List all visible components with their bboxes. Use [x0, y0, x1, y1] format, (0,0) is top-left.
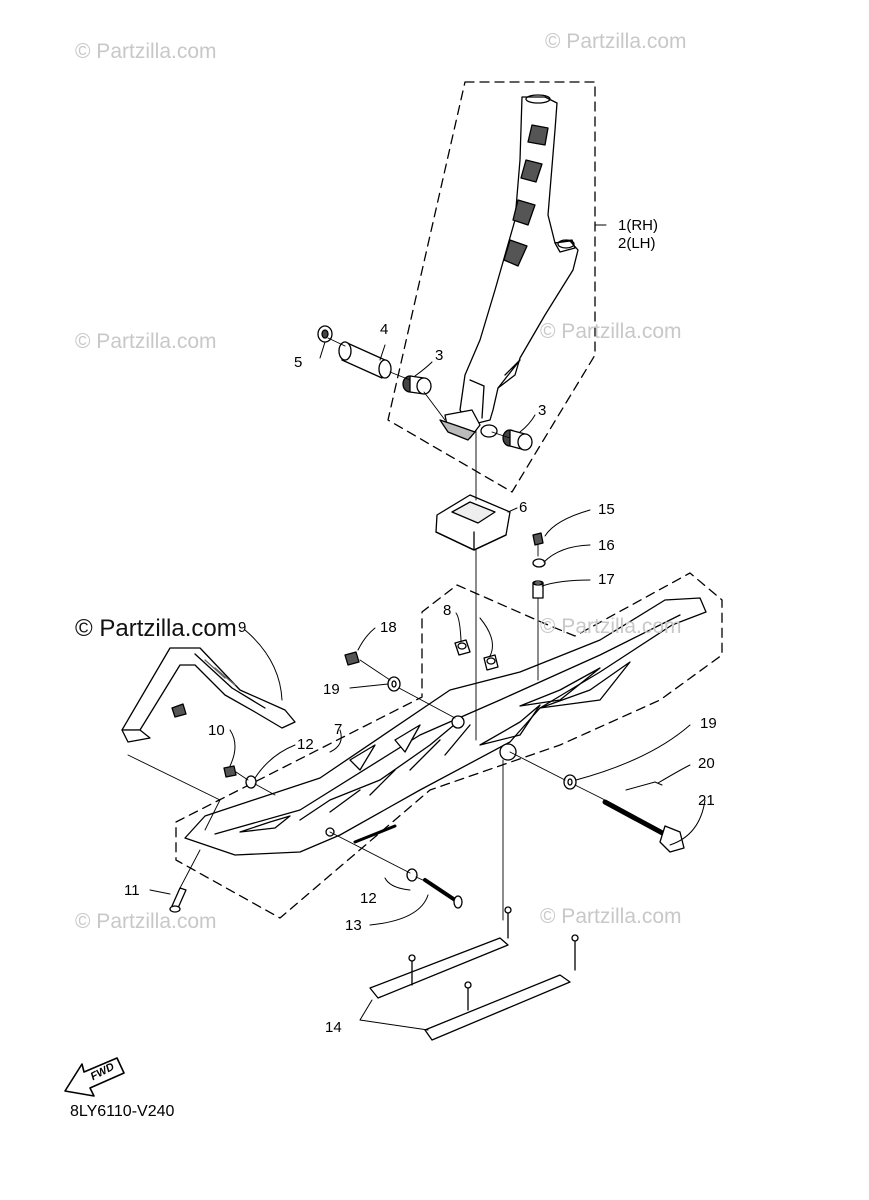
watermark: © Partzilla.com	[75, 910, 217, 933]
alignment-lines	[127, 337, 606, 921]
spindle-group-outline	[387, 81, 596, 493]
watermark: © Partzilla.com	[540, 615, 682, 638]
leader-lines	[149, 224, 706, 1031]
callout-14: 14	[325, 1019, 342, 1036]
callout-9: 9	[238, 619, 247, 636]
collar-17	[532, 580, 544, 599]
fwd-arrow-icon	[64, 1057, 125, 1097]
callout-15: 15	[598, 501, 615, 518]
bolt-13	[423, 878, 463, 909]
ski-loop-9	[121, 647, 296, 743]
nut-15	[532, 532, 544, 546]
callout-19b: 19	[700, 715, 717, 732]
washer-19-b	[563, 774, 577, 790]
wear-bar-14-b	[424, 934, 579, 1041]
spacer-4	[338, 341, 392, 379]
callout-13: 13	[345, 917, 362, 934]
nut-10-b	[223, 765, 237, 778]
damper-6	[435, 494, 511, 551]
callout-17: 17	[598, 571, 615, 588]
callout-8: 8	[443, 602, 452, 619]
callout-4: 4	[380, 321, 389, 338]
collar-5	[317, 325, 333, 343]
diagram-code: 8LY6110-V240	[70, 1103, 175, 1120]
nut-8-b	[483, 654, 499, 671]
callout-10: 10	[208, 722, 225, 739]
callout-6: 6	[519, 499, 528, 516]
callout-21: 21	[698, 792, 715, 809]
callout-2: 2(LH)	[618, 235, 656, 252]
bushing-3-lower	[502, 429, 533, 451]
watermark-main: © Partzilla.com	[75, 615, 237, 642]
bushing-3-upper	[402, 375, 432, 395]
callout-5: 5	[294, 354, 303, 371]
watermark: © Partzilla.com	[540, 905, 682, 928]
washer-19-a	[387, 676, 401, 692]
callout-12a: 12	[297, 736, 314, 753]
watermark: © Partzilla.com	[540, 320, 682, 343]
ski-7	[184, 597, 707, 856]
watermark: © Partzilla.com	[75, 40, 217, 63]
watermark: © Partzilla.com	[75, 330, 217, 353]
ski-group-outline	[175, 572, 723, 919]
washer-12-a	[245, 775, 257, 789]
washer-12-b	[406, 868, 418, 882]
spindle	[439, 94, 579, 441]
nut-8-a	[454, 639, 471, 656]
callout-11: 11	[124, 882, 140, 899]
nut-10-a	[171, 703, 187, 718]
callout-3b: 3	[538, 402, 547, 419]
callout-19a: 19	[323, 681, 340, 698]
bolt-11	[169, 887, 187, 913]
watermark: © Partzilla.com	[545, 30, 687, 53]
callout-1: 1(RH)	[618, 217, 658, 234]
callout-18: 18	[380, 619, 397, 636]
callout-3a: 3	[435, 347, 444, 364]
nut-18	[344, 651, 360, 666]
bolt-21	[602, 799, 685, 853]
callout-7: 7	[334, 721, 343, 738]
callout-16: 16	[598, 537, 615, 554]
callout-20: 20	[698, 755, 715, 772]
cotter-pin-20	[625, 781, 663, 791]
wear-bar-14-a	[369, 906, 512, 999]
callout-12b: 12	[360, 890, 377, 907]
washer-16	[532, 558, 546, 568]
